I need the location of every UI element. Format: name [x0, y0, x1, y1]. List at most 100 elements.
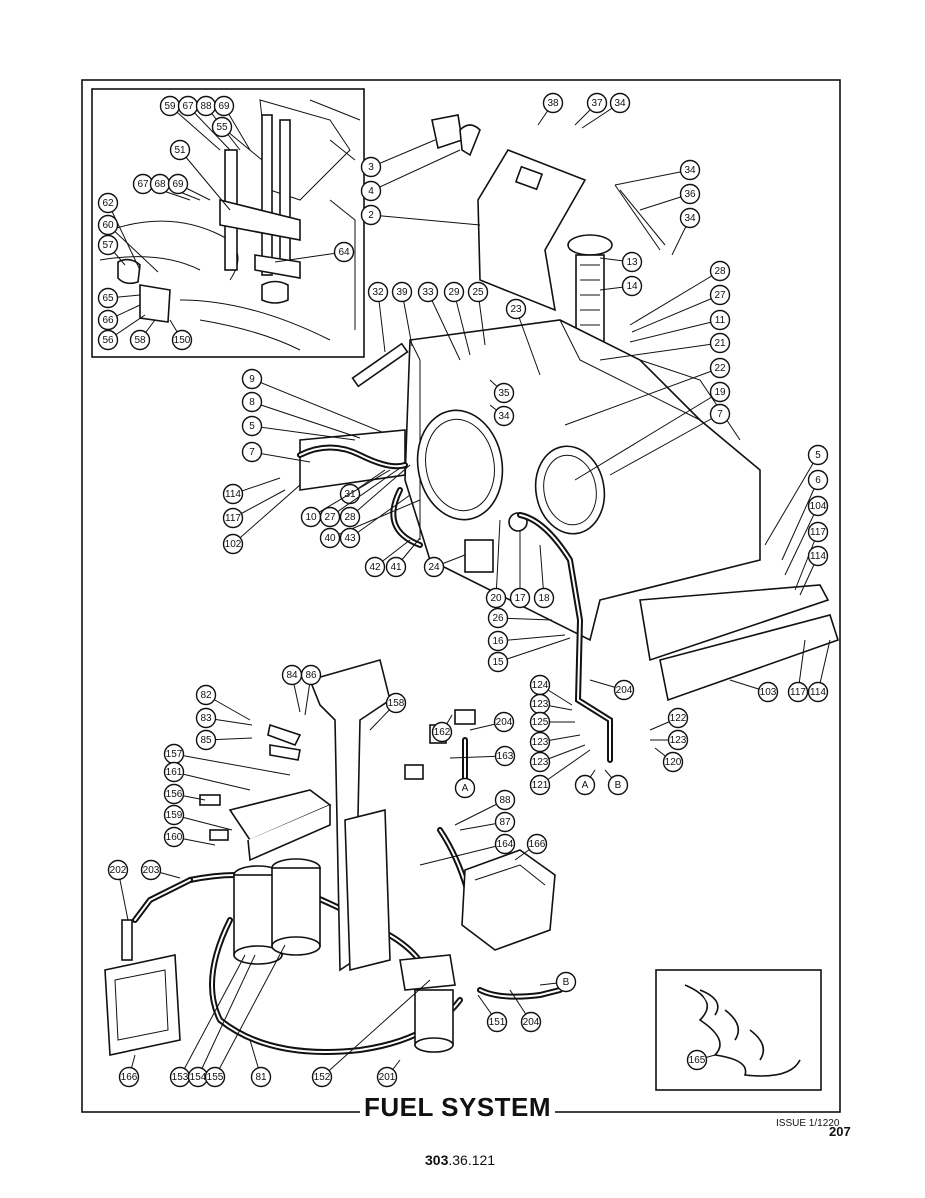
callout-33: 33: [417, 281, 461, 361]
callout-84: 84: [281, 664, 303, 713]
callout-circle: [709, 403, 731, 425]
callout-32: 32: [367, 281, 389, 353]
callout-circle: [211, 116, 233, 138]
callout-label: 2: [368, 210, 374, 221]
callout-circle: [467, 281, 489, 303]
callout-label: 3: [368, 162, 374, 173]
callout-label: A: [462, 783, 469, 794]
callout-201: 201: [376, 1059, 401, 1088]
callout-circle: [339, 506, 361, 528]
callout-circle: [679, 207, 701, 229]
callout-6: 6: [781, 469, 829, 561]
callout-label: 35: [498, 388, 510, 399]
callout-label: 157: [166, 749, 183, 760]
callout-label: 43: [344, 533, 356, 544]
callout-label: 160: [166, 832, 183, 843]
callout-leader: [274, 251, 345, 263]
callout-62: 62: [97, 192, 141, 271]
callout-circle: [250, 1066, 272, 1088]
callout-label: 14: [626, 281, 638, 292]
callout-164: 164: [419, 833, 516, 866]
callout-label: 34: [684, 165, 696, 176]
callout-circle: [195, 684, 217, 706]
callout-51: 51: [169, 139, 231, 211]
callout-circle: [494, 789, 516, 811]
callout-162: 162: [431, 714, 453, 743]
callout-83: 83: [195, 707, 253, 729]
callout-label: 26: [492, 613, 504, 624]
callout-circle: [494, 745, 516, 767]
callout-circle: [163, 804, 185, 826]
callout-leader: [321, 979, 431, 1078]
callout-34: 34: [489, 404, 515, 427]
callout-156: 156: [163, 783, 206, 805]
callout-circle: [486, 1011, 508, 1033]
callout-label: 9: [249, 374, 255, 385]
callout-leader: [169, 105, 221, 151]
callout-7: 7: [241, 441, 311, 463]
callout-circle: [493, 382, 515, 404]
callout-leader: [179, 149, 231, 211]
callout-leader: [427, 291, 461, 361]
callout-114: 114: [222, 477, 281, 505]
callout-label: 10: [305, 512, 317, 523]
callout-7: 7: [609, 403, 731, 476]
callout-label: 87: [499, 817, 511, 828]
callout-11: 11: [629, 309, 731, 343]
callout-36: 36: [639, 183, 701, 211]
callout-label: 88: [200, 101, 212, 112]
callout-label: 88: [499, 795, 511, 806]
callout-circle: [662, 751, 684, 773]
callout-24: 24: [423, 554, 466, 578]
callout-circle: [607, 774, 629, 796]
callout-label: 83: [200, 713, 212, 724]
callout-label: 156: [166, 789, 183, 800]
callout-B: B: [604, 769, 629, 796]
callout-label: 56: [102, 335, 114, 346]
callout-circle: [667, 729, 689, 751]
callout-circle: [613, 679, 635, 701]
callout-34: 34: [581, 92, 631, 129]
callout-label: 68: [154, 179, 166, 190]
callout-label: 202: [110, 865, 127, 876]
callout-circle: [807, 521, 829, 543]
callout-circle: [241, 441, 263, 463]
callout-circle: [107, 859, 129, 881]
callout-label: 62: [102, 198, 114, 209]
callout-56: 56: [97, 314, 146, 351]
callout-leader: [614, 169, 691, 186]
callout-circle: [204, 1066, 226, 1088]
callout-circle: [300, 664, 322, 686]
callout-label: 201: [379, 1072, 396, 1083]
callout-5: 5: [241, 415, 356, 441]
callout-circle: [241, 391, 263, 413]
callout-circle: [529, 751, 551, 773]
callout-circle: [333, 241, 355, 263]
callout-leader: [497, 637, 571, 663]
callout-circle: [485, 587, 507, 609]
part-number: 303.36.121: [425, 1152, 495, 1168]
callout-label: 39: [396, 287, 408, 298]
callout-label: 21: [714, 338, 726, 349]
callout-38: 38: [537, 92, 564, 126]
callout-label: 57: [102, 240, 114, 251]
callout-34: 34: [671, 207, 701, 256]
callout-label: 24: [428, 562, 440, 573]
callout-circle: [709, 357, 731, 379]
callout-leader: [197, 954, 256, 1078]
callout-circle: [222, 507, 244, 529]
callout-circle: [367, 281, 389, 303]
callout-circle: [807, 681, 829, 703]
callout-label: 27: [324, 512, 336, 523]
callout-circle: [526, 833, 548, 855]
callout-leader: [173, 771, 251, 791]
callout-label: 37: [591, 98, 603, 109]
callout-label: 66: [102, 315, 114, 326]
callout-label: 34: [684, 213, 696, 224]
callout-166: 166: [514, 833, 548, 861]
callout-label: 13: [626, 257, 638, 268]
callout-label: 121: [532, 780, 549, 791]
callout-leader: [515, 308, 541, 376]
callout-label: 84: [286, 670, 298, 681]
callout-16: 16: [487, 630, 566, 652]
